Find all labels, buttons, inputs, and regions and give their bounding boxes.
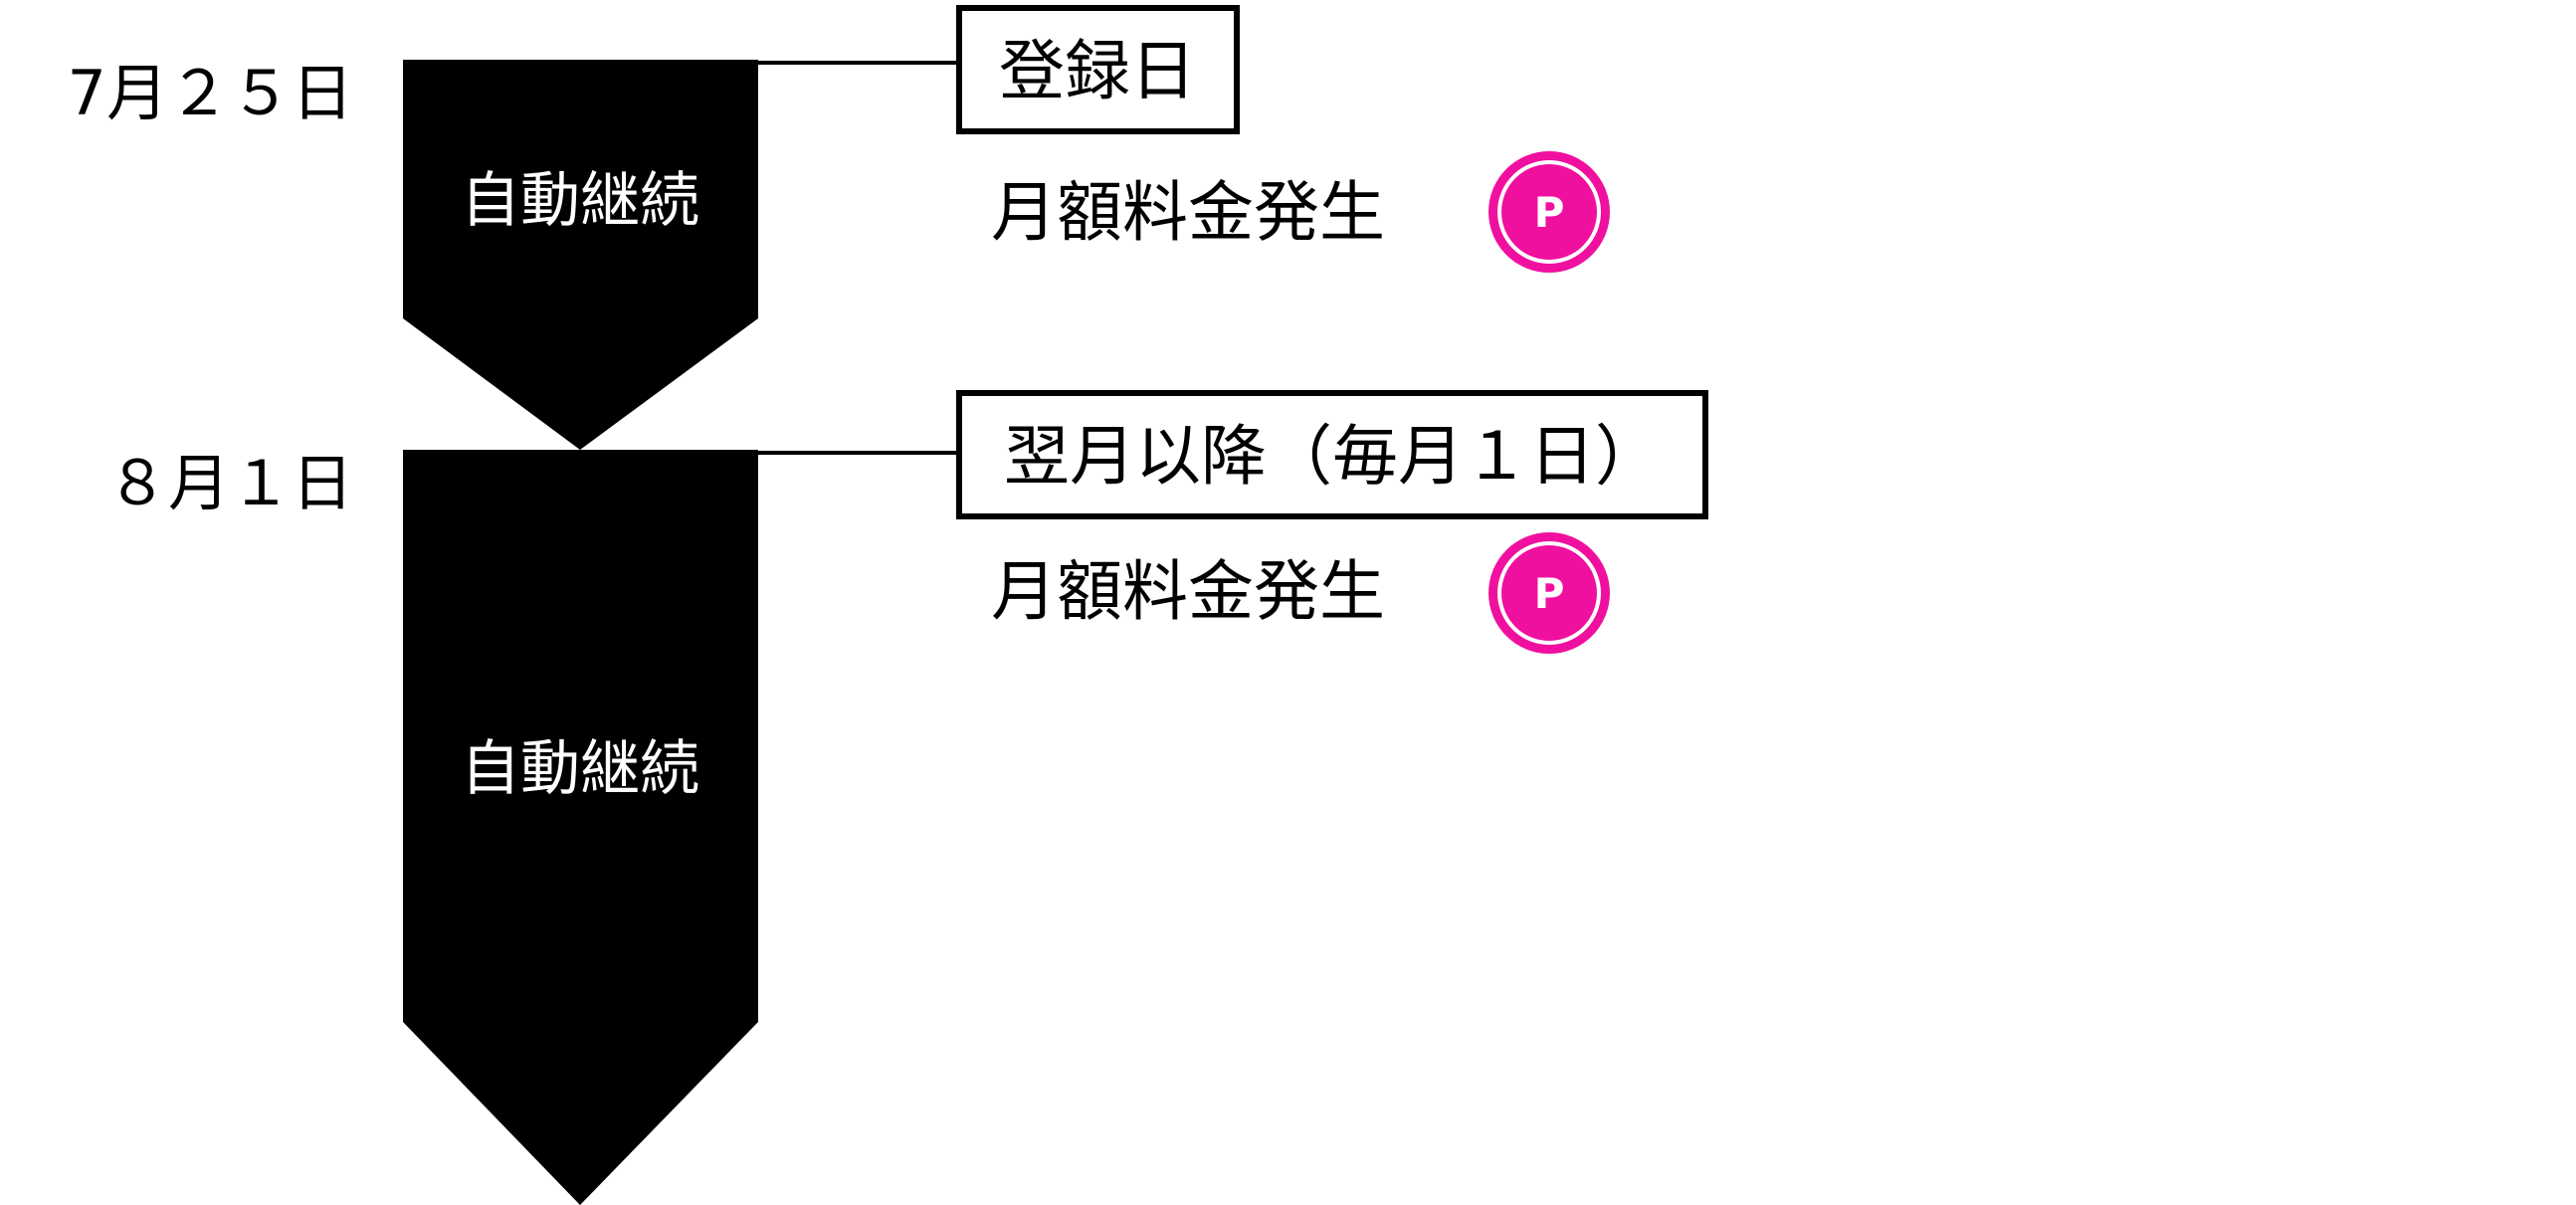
stage-2-point-coin-icon: P: [1488, 532, 1610, 654]
stage-1-event-box: [956, 5, 1240, 134]
stage-1-shape-label: 自動継続: [461, 166, 699, 236]
stage-2-fee-label: 月額料金発生: [991, 553, 1385, 630]
stage-1-arrow-shape: [403, 60, 758, 450]
stage-2-arrow-shape: [403, 450, 758, 1205]
stage-1-event-box-label: 登録日: [999, 33, 1196, 109]
stage-1-date-label: 7月２５日: [68, 57, 353, 129]
stage-1-point-coin-icon: P: [1488, 151, 1610, 273]
timeline-stage-2: ８月１日 自動継続 翌月以降（毎月１日） 月額料金発生 P: [106, 390, 1708, 1205]
timeline-stage-1: 7月２５日 自動継続 登録日 月額料金発生 P: [68, 5, 1610, 450]
stage-2-shape-label: 自動継続: [461, 734, 699, 804]
stage-2-date-label: ８月１日: [106, 447, 353, 519]
stage-2-coin-symbol: P: [1534, 569, 1565, 618]
stage-1-fee-label: 月額料金発生: [991, 174, 1385, 251]
stage-2-event-box: [956, 390, 1708, 519]
stage-2-event-box-label: 翌月以降（毎月１日）: [1004, 418, 1661, 495]
stage-1-coin-symbol: P: [1534, 188, 1565, 237]
